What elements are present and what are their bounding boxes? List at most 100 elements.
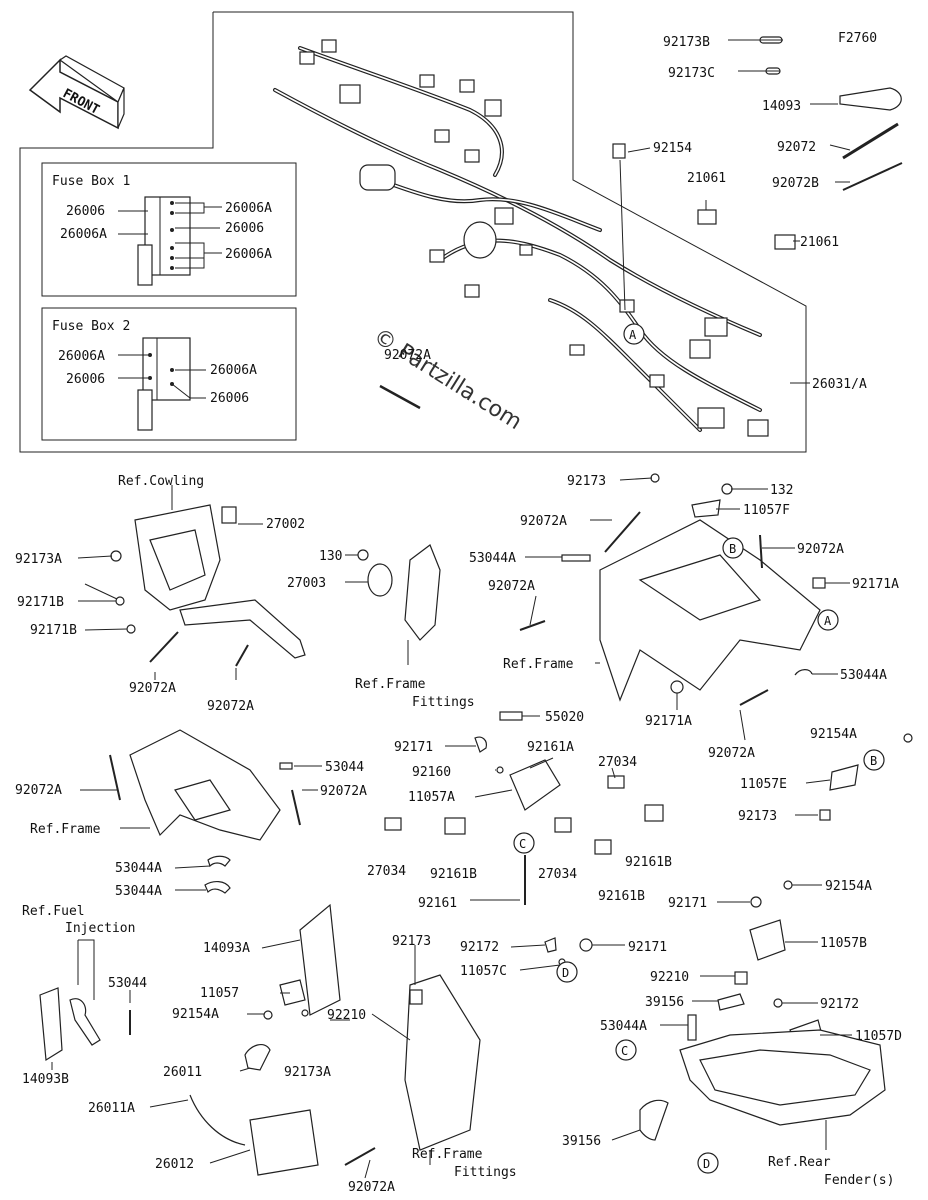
callout-92210-a: 92210 — [327, 1008, 366, 1023]
front-arrow-icon: FRONT — [28, 55, 125, 130]
ref-frame-fittings-1: Ref.Frame — [355, 677, 426, 692]
callout-14093A: 14093A — [203, 941, 250, 956]
callout-92173C: 92173C — [668, 66, 715, 81]
circle-ref-d-2: D — [703, 1157, 710, 1171]
callout-92161B-1: 92161B — [430, 867, 477, 882]
callout-92172-b: 92172 — [820, 997, 859, 1012]
callout-11057A: 11057A — [408, 790, 455, 805]
callout-92072A-l1: 92072A — [15, 783, 62, 798]
ref-frame-1: Ref.Frame — [503, 657, 574, 672]
callout-92072A-harness: 92072A — [384, 348, 431, 363]
callout-14093B: 14093B — [22, 1072, 69, 1087]
callout-92210-b: 92210 — [650, 970, 689, 985]
callout-92072A-b: 92072A — [348, 1180, 395, 1195]
fuse1-label-4: 26006 — [225, 221, 264, 236]
battery-group-drawing — [189, 903, 481, 1176]
callout-92154A-1: 92154A — [810, 727, 857, 742]
tie-and-bracket-parts — [379, 36, 903, 410]
callout-53044A-r: 53044A — [469, 551, 516, 566]
callout-39156-a: 39156 — [645, 995, 684, 1010]
callout-92161: 92161 — [418, 896, 457, 911]
fuse1-label-5: 26006A — [225, 247, 272, 262]
callout-11057F: 11057F — [743, 503, 790, 518]
callout-92161B-3: 92161B — [625, 855, 672, 870]
callout-53044A-r2: 53044A — [840, 668, 887, 683]
callout-92072A-r1: 92072A — [520, 514, 567, 529]
callout-130: 130 — [319, 549, 342, 564]
callout-92072A-l2: 92072A — [320, 784, 367, 799]
callout-92154A-3: 92154A — [825, 879, 872, 894]
figure-code: F2760 — [838, 31, 877, 46]
callout-92161B-2: 92161B — [598, 889, 645, 904]
callout-11057: 11057 — [200, 986, 239, 1001]
callout-26031A: 26031/A — [812, 377, 867, 392]
fuse1-label-1: 26006 — [66, 204, 105, 219]
circle-ref-a-1: A — [629, 328, 637, 342]
callout-11057B: 11057B — [820, 936, 867, 951]
callout-92154: 92154 — [653, 141, 692, 156]
fuse2-label-4: 26006 — [210, 391, 249, 406]
callout-92171B-1: 92171B — [17, 595, 64, 610]
watermark: © Partzilla.com — [369, 324, 526, 435]
callout-11057C: 11057C — [460, 964, 507, 979]
ref-injection: Injection — [65, 921, 135, 936]
callout-92171A-2: 92171A — [645, 714, 692, 729]
fuse-box-2-drawing — [118, 337, 206, 431]
callout-27034-c: 27034 — [538, 867, 577, 882]
ref-frame-fittings-2: Ref.Frame — [412, 1147, 483, 1162]
fittings-2: Fittings — [454, 1165, 517, 1180]
callout-92171-c: 92171 — [628, 940, 667, 955]
ref-frame-2: Ref.Frame — [30, 822, 101, 837]
callout-27002: 27002 — [266, 517, 305, 532]
harness-group-outline — [19, 11, 807, 453]
rear-fender-drawing — [544, 880, 886, 1174]
callout-21061-1: 21061 — [687, 171, 726, 186]
callout-92160: 92160 — [412, 765, 451, 780]
callout-53044-f: 53044 — [108, 976, 147, 991]
callout-11057D: 11057D — [855, 1029, 902, 1044]
fuse1-label-2: 26006A — [225, 201, 272, 216]
callout-39156-b: 39156 — [562, 1134, 601, 1149]
callout-92173A-2: 92173A — [284, 1065, 331, 1080]
callout-132: 132 — [770, 483, 793, 498]
callout-55020: 55020 — [545, 710, 584, 725]
fuse-box-1-title: Fuse Box 1 — [52, 174, 130, 189]
ref-rear: Ref.Rear — [768, 1155, 831, 1170]
cowling-bracket-drawing — [110, 504, 306, 667]
fuse-box-2-panel — [41, 307, 297, 441]
callout-92173B: 92173B — [663, 35, 710, 50]
callout-92171A-1: 92171A — [852, 577, 899, 592]
callout-26011: 26011 — [163, 1065, 202, 1080]
callout-92171-m: 92171 — [394, 740, 433, 755]
main-wiring-harness — [273, 39, 769, 437]
fuse-box-1-panel — [41, 162, 297, 297]
ref-fuel: Ref.Fuel — [22, 904, 85, 919]
callout-92173-r: 92173 — [567, 474, 606, 489]
callout-92171B-2: 92171B — [30, 623, 77, 638]
circle-ref-c-1: C — [519, 837, 526, 851]
fuel-injection-bracket-drawing — [39, 987, 131, 1062]
callout-53044A-l2: 53044A — [115, 884, 162, 899]
callout-53044-l: 53044 — [325, 760, 364, 775]
relay-bracket-drawing — [384, 711, 664, 905]
callout-14093: 14093 — [762, 99, 801, 114]
callout-53044A-d: 53044A — [600, 1019, 647, 1034]
fittings-1: Fittings — [412, 695, 475, 710]
fuse2-label-3: 26006A — [210, 363, 257, 378]
callout-92173A: 92173A — [15, 552, 62, 567]
callout-92072: 92072 — [777, 140, 816, 155]
horn-drawing — [357, 544, 441, 641]
callout-27034-b: 27034 — [367, 864, 406, 879]
ref-cowling: Ref.Cowling — [118, 474, 204, 489]
callout-92172-a: 92172 — [460, 940, 499, 955]
fuse2-label-1: 26006A — [58, 349, 105, 364]
callout-27003: 27003 — [287, 576, 326, 591]
callout-26011A: 26011A — [88, 1101, 135, 1116]
callout-92072A-r2: 92072A — [797, 542, 844, 557]
ref-fender: Fender(s) — [824, 1173, 894, 1188]
callout-92171-d: 92171 — [668, 896, 707, 911]
callout-92173-e: 92173 — [738, 809, 777, 824]
callout-92072B: 92072B — [772, 176, 819, 191]
callout-27034-a: 27034 — [598, 755, 637, 770]
